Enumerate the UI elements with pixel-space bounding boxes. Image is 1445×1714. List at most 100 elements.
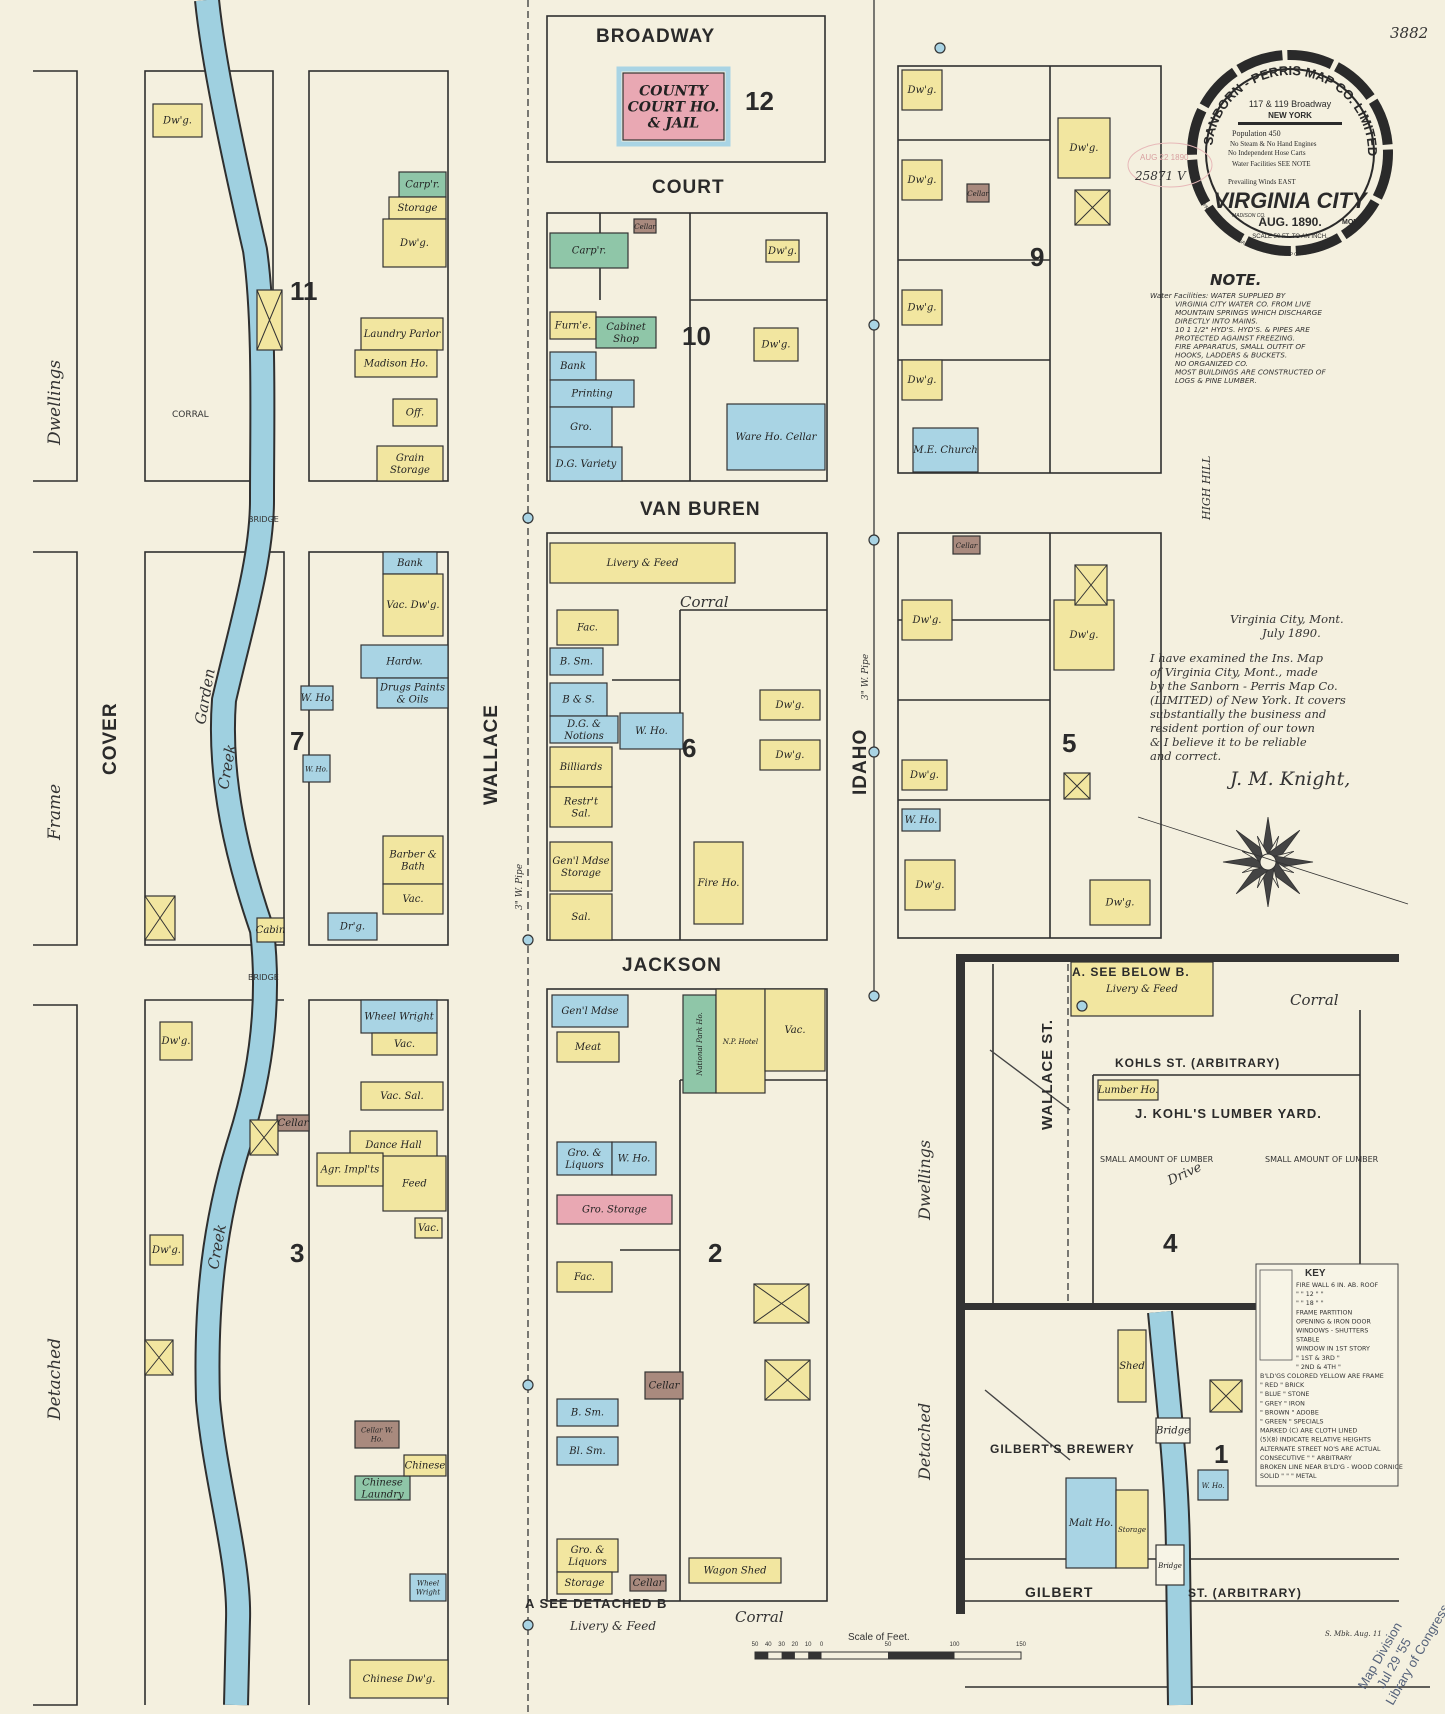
building-footprint [549, 715, 619, 744]
building-label: W. Ho. [301, 693, 334, 704]
block-9-outline [897, 65, 1162, 474]
scale-tick-label: 20 [792, 1642, 799, 1648]
label-corral-3: Corral [1290, 991, 1339, 1009]
building: Storage [388, 196, 447, 220]
building: W. Ho. [1197, 1469, 1229, 1501]
building: Vac. [414, 1217, 443, 1239]
building-footprint [622, 72, 725, 141]
hydrants [522, 42, 1088, 1631]
building-footprint [360, 1081, 444, 1111]
building: Dr'g. [327, 912, 378, 941]
scale-tick-label: 150 [1016, 1642, 1027, 1648]
label-brewery: GILBERT'S BREWERY [990, 1442, 1135, 1456]
label-corral-2: Corral [680, 593, 729, 611]
key-line: (5)(8) INDICATE RELATIVE HEIGHTS [1260, 1437, 1371, 1444]
building: Dw'g. [901, 759, 948, 791]
key-line: SOLID " " " METAL [1260, 1473, 1317, 1480]
block-number: 5 [1062, 728, 1076, 758]
building-footprint [1065, 1477, 1117, 1569]
building: D.G. &Notions [549, 715, 619, 744]
block-5-outline [897, 532, 1162, 939]
street-wallace: WALLACE [481, 704, 502, 805]
key-line: FIRE WALL 6 IN. AB. ROOF [1296, 1282, 1379, 1289]
building-footprint [549, 351, 597, 381]
building-label: Fac. [576, 623, 598, 634]
building-label: Dw'g. [915, 880, 945, 891]
building: Gen'l Mdse [551, 994, 629, 1028]
building-footprint [349, 1659, 449, 1699]
building-label: Dw'g. [909, 770, 939, 781]
building-label: Dw'g. [761, 340, 791, 351]
building-footprint [556, 1261, 613, 1293]
building-label: Dw'g. [151, 1245, 181, 1256]
building: Dw'g. [159, 1021, 193, 1061]
building: Dw'g. [759, 739, 821, 771]
arrow-1 [989, 1049, 1071, 1111]
building-label: B. Sm. [570, 1408, 604, 1419]
block-4-1-heavy-lines [956, 954, 1399, 1614]
building-label: Dr'g. [339, 922, 365, 933]
building-label: W. Ho. [305, 766, 328, 774]
cert-line: resident portion of our town [1150, 721, 1315, 735]
building: Vac. [371, 1032, 438, 1056]
key-line: CONSECUTIVE " " ARBITRARY [1260, 1455, 1352, 1462]
building-footprint [682, 994, 717, 1094]
scale-tick-label: 0 [820, 1642, 824, 1648]
building-footprint [901, 69, 943, 111]
building: Dw'g. [901, 69, 943, 111]
building-footprint [1155, 1417, 1191, 1444]
building-footprint [556, 1571, 613, 1595]
building: Feed [382, 1155, 447, 1212]
street-gilbert-arbitrary: ST. (ARBITRARY) [1188, 1586, 1302, 1600]
building-footprint [382, 573, 444, 637]
building-label: M.E. Church [912, 445, 977, 456]
building-label: N.P. Hotel [722, 1038, 758, 1046]
block-number: 6 [682, 733, 696, 763]
building-footprint [549, 542, 736, 584]
building-label: Hardw. [385, 657, 422, 668]
building: Carp'r. [398, 171, 447, 198]
building-label: Sal. [571, 912, 590, 923]
building: Gro. &Liquors [556, 1141, 613, 1176]
building-label: Meat [574, 1042, 602, 1053]
building: Fac. [556, 609, 619, 646]
building-label: Gro. Storage [582, 1205, 647, 1216]
building: Cellar [276, 1114, 310, 1132]
key-line: " RED " BRICK [1260, 1382, 1305, 1389]
building-footprint [414, 1217, 443, 1239]
key-line: BROKEN LINE NEAR B'LD'G - WOOD CORNICE [1260, 1464, 1403, 1471]
building-footprint [382, 1155, 447, 1212]
building-footprint [715, 988, 766, 1094]
building-footprint [549, 647, 604, 676]
building: Bridge [1155, 1417, 1191, 1444]
building-label: Cellar W.Ho. [361, 1426, 393, 1443]
building-footprint [556, 1194, 673, 1225]
shed-x-icon [753, 1283, 810, 1324]
building: W. Ho. [300, 685, 334, 711]
cert-line: I have examined the Ins. Map [1149, 651, 1324, 665]
library-of-congress-stamp: Map Division Jul 29 '55 Library of Congr… [1355, 1601, 1445, 1707]
cartouche-water: Water Facilities SEE NOTE [1232, 160, 1311, 168]
building-label: Bl. Sm. [568, 1446, 605, 1457]
note-line: FIRE APPARATUS, SMALL OUTFIT OF [1175, 342, 1306, 351]
building: Storage [556, 1571, 613, 1595]
building-label: Bank [559, 361, 586, 372]
building-label: Dw'g. [1105, 898, 1135, 909]
building-label: Gro. &Liquors [564, 1148, 604, 1171]
street-van-buren: VAN BUREN [640, 499, 761, 520]
building: Dw'g. [1089, 879, 1151, 926]
building: Dw'g. [149, 1234, 184, 1266]
building-label: Chinese Dw'g. [363, 1674, 436, 1685]
building-label: Dw'g. [907, 375, 937, 386]
building-label: Drugs Paints& Oils [379, 683, 445, 706]
building: Cellar [966, 183, 990, 203]
building-label: Storage [565, 1578, 605, 1589]
building-label: Storage [398, 203, 438, 214]
building-footprint [354, 1475, 411, 1501]
note-text: Water Facilities: WATER SUPPLIED BYVIRGI… [1150, 291, 1326, 385]
building: Chinese [403, 1454, 447, 1477]
note-line: PROTECTED AGAINST FREEZING. [1175, 334, 1295, 343]
building-footprint [159, 1021, 193, 1061]
